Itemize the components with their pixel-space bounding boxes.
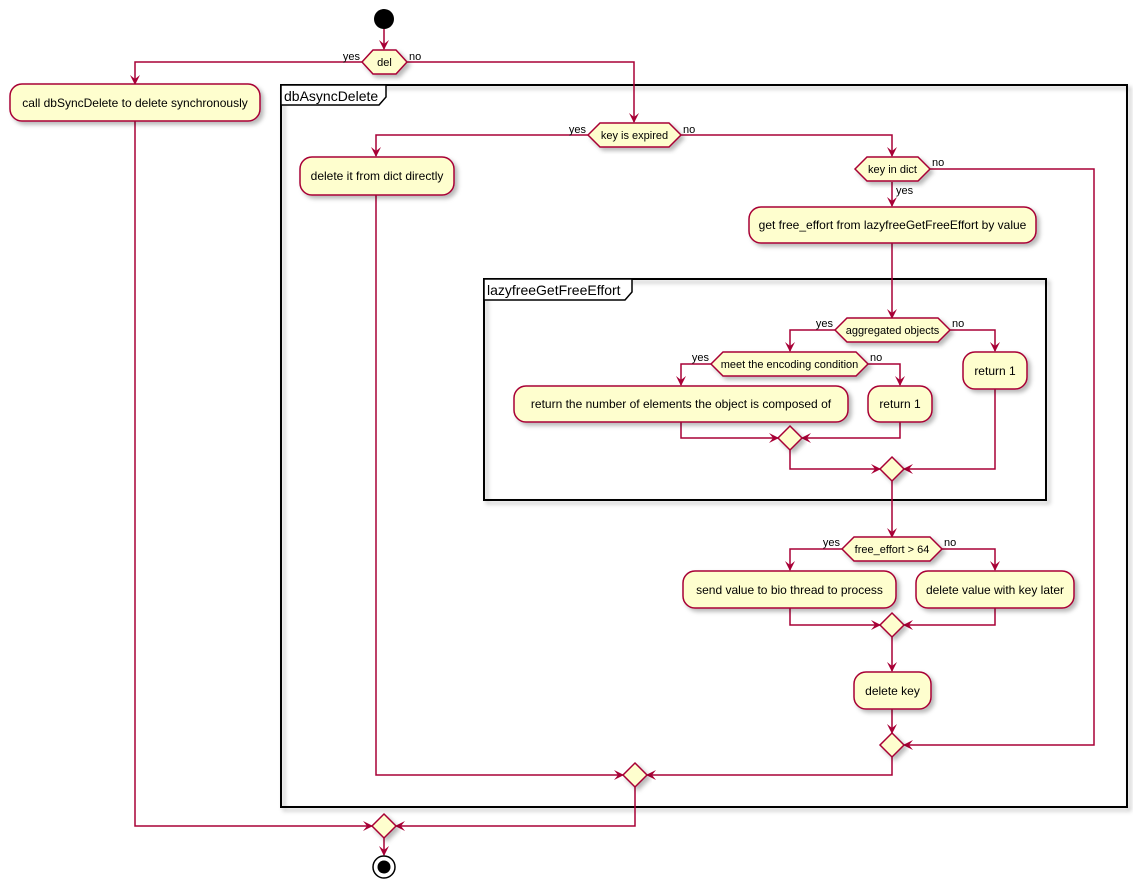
activity-return-num-elements: return the number of elements the object… [513,385,849,423]
partition-title-lazyfree: lazyfreeGetFreeEffort [487,282,621,298]
activity-delete-later-label: delete value with key later [926,583,1064,597]
decision-meet-encoding: meet the encoding condition [709,351,870,377]
activity-sync-delete-label: call dbSyncDelete to delete synchronousl… [22,96,247,110]
activity-return-1-inner: return 1 [867,385,933,423]
merge-encoding [776,424,804,452]
decision-free-effort-label: free_effort > 64 [855,544,930,556]
merge-aggregated [878,455,906,483]
del-no-label: no [409,51,421,63]
in-dict-yes-label: yes [896,185,914,197]
expired-no-label: no [683,124,695,136]
decision-del-label: del [377,57,392,69]
activity-get-free-effort: get free_effort from lazyfreeGetFreeEffo… [748,206,1037,244]
decision-key-is-expired: key is expired [586,122,683,148]
aggregated-yes-label: yes [816,318,834,330]
activity-send-to-bio: send value to bio thread to process [682,570,897,609]
decision-key-is-expired-label: key is expired [601,130,668,142]
activity-delete-from-dict: delete it from dict directly [299,156,455,196]
activity-sync-delete: call dbSyncDelete to delete synchronousl… [9,83,261,122]
merge-key-in-dict [878,731,906,759]
activity-return-num-elements-label: return the number of elements the object… [531,397,832,411]
free-effort-no-label: no [944,537,956,549]
expired-yes-label: yes [569,124,587,136]
activity-delete-later: delete value with key later [915,570,1075,609]
encoding-yes-label: yes [692,352,710,364]
in-dict-no-label: no [932,157,944,169]
activity-get-free-effort-label: get free_effort from lazyfreeGetFreeEffo… [759,218,1027,232]
activity-return-1-inner-label: return 1 [879,397,921,411]
activity-return-1-outer: return 1 [962,351,1028,390]
merge-del [370,812,398,840]
decision-del: del [360,49,409,75]
activity-delete-key: delete key [853,671,932,710]
decision-meet-encoding-label: meet the encoding condition [721,359,859,371]
merge-free-effort [878,611,906,639]
decision-key-in-dict: key in dict [853,156,932,182]
partition-dbasyncdelete: dbAsyncDelete [280,84,1128,808]
decision-key-in-dict-label: key in dict [868,164,917,176]
free-effort-yes-label: yes [823,537,841,549]
partition-lazyfreegetfreeeffort: lazyfreeGetFreeEffort [483,278,1047,501]
edges [130,29,1095,856]
del-yes-label: yes [343,51,361,63]
merge-key-expired [621,761,649,789]
decision-aggregated-objects: aggregated objects [833,317,952,343]
end-node [372,855,396,879]
activity-delete-from-dict-label: delete it from dict directly [311,169,444,183]
activity-return-1-outer-label: return 1 [974,364,1016,378]
decision-aggregated-objects-label: aggregated objects [846,325,940,337]
activity-send-to-bio-label: send value to bio thread to process [696,583,883,597]
partition-title-dbasyncdelete: dbAsyncDelete [284,88,378,104]
activity-delete-key-label: delete key [865,684,920,698]
decision-free-effort: free_effort > 64 [840,536,944,562]
encoding-no-label: no [870,352,882,364]
aggregated-no-label: no [952,318,964,330]
start-node [374,9,394,29]
